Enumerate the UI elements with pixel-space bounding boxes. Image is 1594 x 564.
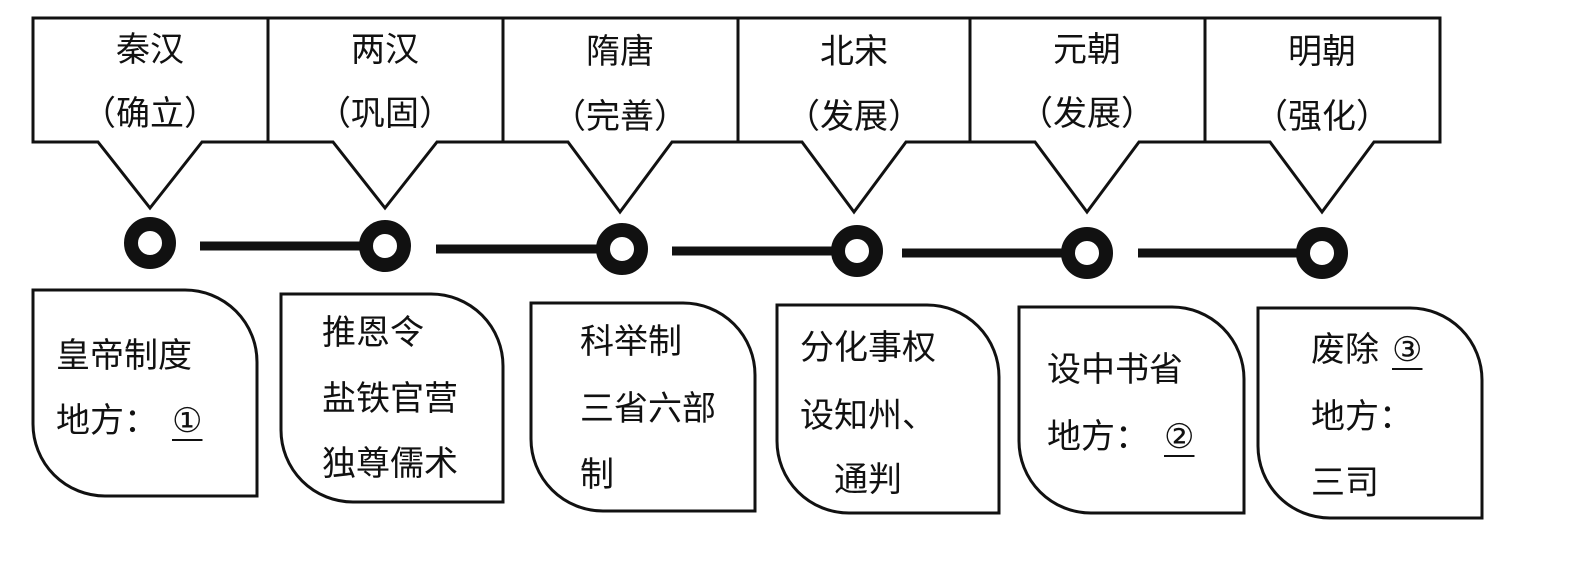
period-stage: （强化）: [1254, 97, 1390, 137]
period-name: 元朝: [1053, 30, 1121, 70]
detail-box-4: [775, 303, 1001, 515]
detail-line: 皇帝制度: [56, 336, 192, 376]
period-callout-6: [1203, 16, 1442, 215]
detail-line: 三省六部: [580, 389, 716, 429]
detail-line: 推恩令: [322, 313, 424, 353]
detail-line: 独尊儒术: [322, 444, 458, 484]
detail-line: 分化事权: [800, 328, 936, 368]
detail-line: 废除: [1311, 330, 1379, 370]
answer-blank-2: ②: [1164, 417, 1195, 457]
period-name: 隋唐: [586, 32, 654, 72]
detail-line: 地方：: [1311, 397, 1413, 437]
detail-line: 设知州、: [800, 396, 936, 436]
answer-blank-3: ③: [1392, 330, 1423, 370]
detail-box-2: [279, 292, 505, 504]
period-stage: （发展）: [786, 97, 922, 137]
timeline-node-1: [124, 217, 176, 269]
detail-line: 地方：: [1047, 417, 1149, 457]
detail-line: 通判: [834, 460, 902, 500]
period-stage: （发展）: [1019, 94, 1155, 134]
detail-box-1: [31, 288, 259, 498]
detail-box-3: [529, 301, 757, 513]
timeline-node-5: [1061, 227, 1113, 279]
detail-box-6: [1256, 306, 1484, 520]
detail-line: 三司: [1311, 463, 1379, 503]
period-name: 北宋: [820, 32, 888, 72]
answer-blank-1: ①: [172, 401, 203, 441]
detail-line: 制: [580, 455, 614, 495]
period-name: 秦汉: [116, 30, 184, 70]
timeline-node-2: [359, 220, 411, 272]
period-stage: （确立）: [82, 94, 218, 134]
period-stage: （完善）: [552, 97, 688, 137]
detail-line: 盐铁官营: [322, 379, 458, 419]
detail-line: 设中书省: [1047, 350, 1183, 390]
timeline-node-6: [1296, 227, 1348, 279]
detail-line: 地方：: [56, 401, 158, 441]
detail-box-5: [1017, 305, 1246, 515]
period-name: 明朝: [1288, 32, 1356, 72]
period-name: 两汉: [351, 30, 419, 70]
timeline-node-4: [831, 225, 883, 277]
period-stage: （巩固）: [317, 94, 453, 134]
detail-line: 科举制: [580, 322, 682, 362]
timeline-node-3: [596, 223, 648, 275]
